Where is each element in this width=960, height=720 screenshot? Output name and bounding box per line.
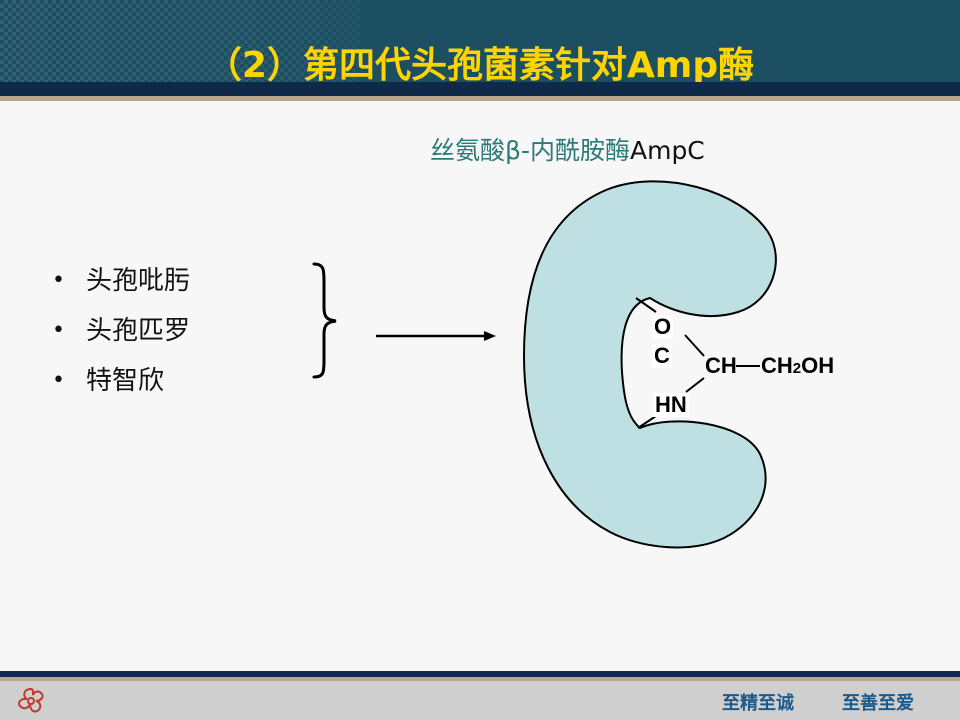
list-item: • 头孢匹罗 bbox=[52, 314, 190, 364]
ch2oh-subscript: 2 bbox=[792, 360, 802, 377]
enzyme-label-suffix: AmpC bbox=[629, 136, 705, 165]
enzyme-label: 丝氨酸β-内酰胺酶AmpC bbox=[430, 131, 705, 167]
logo-icon bbox=[17, 687, 44, 713]
group-ch2oh: CH2OH bbox=[759, 354, 836, 381]
footer-divider-accent bbox=[0, 677, 960, 681]
list-item: • 特智欣 bbox=[52, 364, 190, 414]
footer-bar bbox=[0, 681, 960, 720]
list-item: • 头孢吡肟 bbox=[52, 264, 190, 314]
bullet: • bbox=[52, 368, 65, 393]
atom-hn: HN bbox=[653, 392, 689, 417]
slide-title: （2）第四代头孢菌素针对Amp酶 bbox=[205, 45, 755, 86]
drug-name: 特智欣 bbox=[86, 366, 165, 396]
enzyme-label-prefix: 丝氨酸β-内酰胺酶 bbox=[430, 136, 630, 165]
drug-list: • 头孢吡肟 • 头孢匹罗 • 特智欣 bbox=[52, 264, 190, 414]
atom-o: O bbox=[652, 314, 674, 339]
footer-divider bbox=[0, 671, 960, 677]
header-divider-accent bbox=[0, 96, 960, 101]
bullet: • bbox=[52, 318, 65, 343]
atom-c: C bbox=[652, 343, 672, 368]
content-area bbox=[0, 101, 960, 671]
footer-motto-1: 至精至诚 bbox=[722, 693, 794, 714]
ch2oh-main: CH bbox=[761, 353, 793, 378]
header-fade bbox=[0, 0, 960, 96]
drug-name: 头孢匹罗 bbox=[86, 316, 191, 346]
header-band bbox=[0, 0, 960, 96]
drug-name: 头孢吡肟 bbox=[86, 266, 191, 296]
atom-ch: CH bbox=[705, 353, 737, 378]
ch2oh-end: OH bbox=[801, 353, 835, 378]
header-divider bbox=[0, 82, 960, 96]
bullet: • bbox=[52, 268, 65, 293]
footer-motto-2: 至善至爱 bbox=[842, 693, 914, 714]
